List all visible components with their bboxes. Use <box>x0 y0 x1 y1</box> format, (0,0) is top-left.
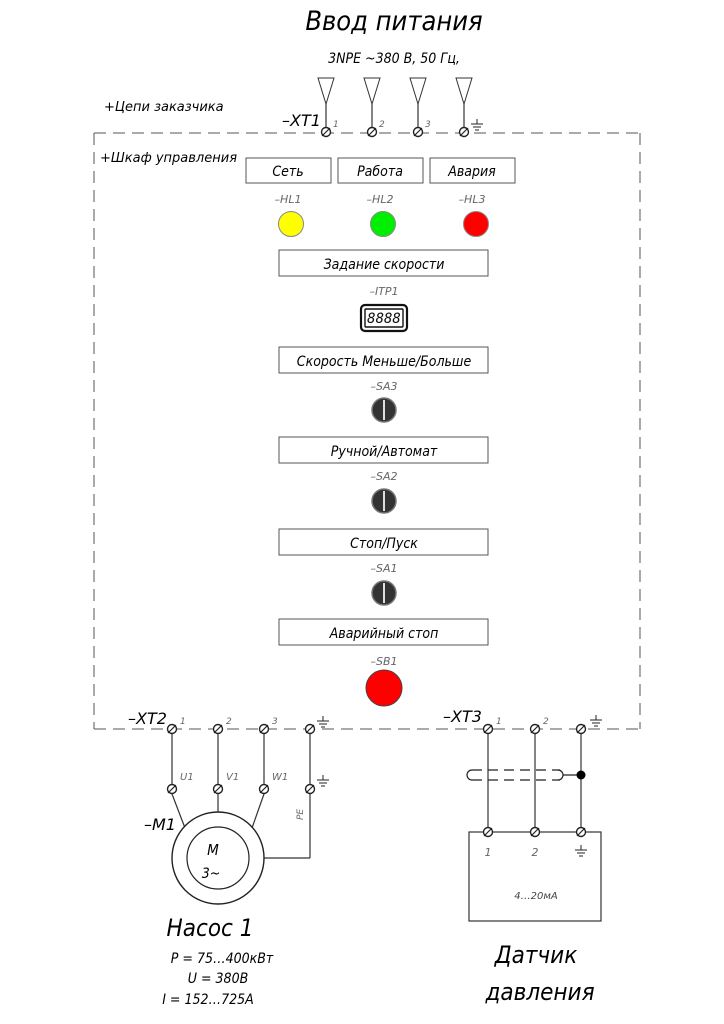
indicator-avaria: Авария –HL3 <box>429 157 516 237</box>
svg-text:2: 2 <box>226 717 232 727</box>
ground-icon <box>317 716 329 728</box>
xt3-terminal-block: –XT3 1 2 <box>443 707 602 827</box>
zone-customer-label: +Цепи заказчика <box>104 100 224 115</box>
control-start-stop-selector: Стоп/Пуск –SA1 <box>278 528 489 606</box>
svg-text:–HL1: –HL1 <box>275 193 302 206</box>
svg-text:–HL3: –HL3 <box>459 193 486 206</box>
svg-text:2: 2 <box>543 717 549 727</box>
ground-icon <box>575 845 587 857</box>
svg-text:Сеть: Сеть <box>272 164 303 180</box>
svg-text:1: 1 <box>333 120 339 130</box>
motor-tag: –M1 <box>144 815 176 834</box>
digital-display-icon: 8888 <box>359 303 409 333</box>
ground-icon <box>590 715 602 727</box>
svg-text:4…20мА: 4…20мА <box>514 891 558 902</box>
zone-cabinet-label: +Шкаф управления <box>100 151 237 166</box>
selector-switch-icon <box>371 580 397 606</box>
svg-text:U1: U1 <box>180 772 194 783</box>
emergency-stop-button-icon <box>365 669 403 707</box>
indicator-sety: Сеть –HL1 <box>245 157 332 237</box>
selector-switch-icon <box>371 488 397 514</box>
diagram-title: Ввод питания <box>305 6 482 37</box>
red-lamp-icon <box>463 211 489 237</box>
svg-text:Датчик: Датчик <box>494 941 578 969</box>
supply-input-2: 2 <box>363 77 385 138</box>
svg-text:Аварийный стоп: Аварийный стоп <box>329 626 439 642</box>
motor-icon <box>171 811 265 905</box>
selector-switch-icon <box>371 397 397 423</box>
svg-text:2: 2 <box>532 846 539 859</box>
svg-text:–SA3: –SA3 <box>370 380 397 393</box>
svg-text:1: 1 <box>485 846 492 859</box>
svg-text:I = 152…725А: I = 152…725А <box>162 992 254 1008</box>
svg-text:–SA2: –SA2 <box>370 470 397 483</box>
svg-text:давления: давления <box>484 978 594 1006</box>
supply-spec: 3NPE ~380 В, 50 Гц, <box>328 51 460 67</box>
svg-text:Авария: Авария <box>447 164 496 180</box>
svg-text:–SB1: –SB1 <box>370 655 397 668</box>
xt2-terminal-block: –XT2 1 U1 2 V1 3 W1 PE <box>128 709 329 859</box>
svg-text:M: M <box>207 841 219 859</box>
svg-text:V1: V1 <box>226 772 239 783</box>
xt1-label: –XT1 <box>282 111 321 130</box>
control-speed-selector: Скорость Меньше/Больше –SA3 <box>278 346 489 423</box>
supply-input-1: 1 <box>317 77 339 138</box>
svg-text:1: 1 <box>180 717 186 727</box>
motor-name: Насос 1 <box>166 914 253 942</box>
svg-text:Скорость Меньше/Больше: Скорость Меньше/Больше <box>297 354 472 370</box>
svg-text:3: 3 <box>272 717 278 727</box>
svg-text:Стоп/Пуск: Стоп/Пуск <box>350 536 418 552</box>
ground-icon <box>317 775 329 787</box>
svg-text:1: 1 <box>496 717 502 727</box>
xt3-label: –XT3 <box>443 707 482 726</box>
svg-text:3: 3 <box>425 120 431 130</box>
supply-input-pe <box>455 77 483 138</box>
svg-text:Ручной/Автомат: Ручной/Автомат <box>331 444 438 460</box>
motor-m1: –M1 M 3~ Насос 1 P = 75…400кВт U = 380В … <box>144 811 274 1008</box>
control-speed-setpoint: Задание скорости –ITP1 8888 <box>278 249 489 333</box>
svg-text:3~: 3~ <box>202 866 221 882</box>
cable-shield-icon <box>466 769 586 781</box>
svg-text:Работа: Работа <box>357 164 403 180</box>
svg-text:PE: PE <box>296 809 306 820</box>
svg-text:8888: 8888 <box>367 311 401 327</box>
svg-text:–HL2: –HL2 <box>367 193 394 206</box>
svg-text:Задание скорости: Задание скорости <box>324 257 445 273</box>
xt2-label: –XT2 <box>128 709 167 728</box>
control-emergency-stop: Аварийный стоп –SB1 <box>278 618 489 707</box>
xt1-terminal-block: –XT1 1 2 3 <box>282 77 483 138</box>
yellow-lamp-icon <box>278 211 304 237</box>
ground-icon <box>471 119 483 131</box>
sensor-box <box>468 831 602 922</box>
pressure-sensor: 1 2 4…20мА Датчик давления <box>468 826 602 1006</box>
svg-text:U = 380В: U = 380В <box>188 971 248 987</box>
svg-text:–ITP1: –ITP1 <box>369 285 398 298</box>
svg-text:–SA1: –SA1 <box>370 562 397 575</box>
svg-text:W1: W1 <box>272 772 288 783</box>
control-mode-selector: Ручной/Автомат –SA2 <box>278 436 489 514</box>
svg-text:P = 75…400кВт: P = 75…400кВт <box>171 951 274 967</box>
svg-text:2: 2 <box>379 120 385 130</box>
supply-input-3: 3 <box>409 77 431 138</box>
green-lamp-icon <box>370 211 396 237</box>
indicator-rabota: Работа –HL2 <box>337 157 424 237</box>
